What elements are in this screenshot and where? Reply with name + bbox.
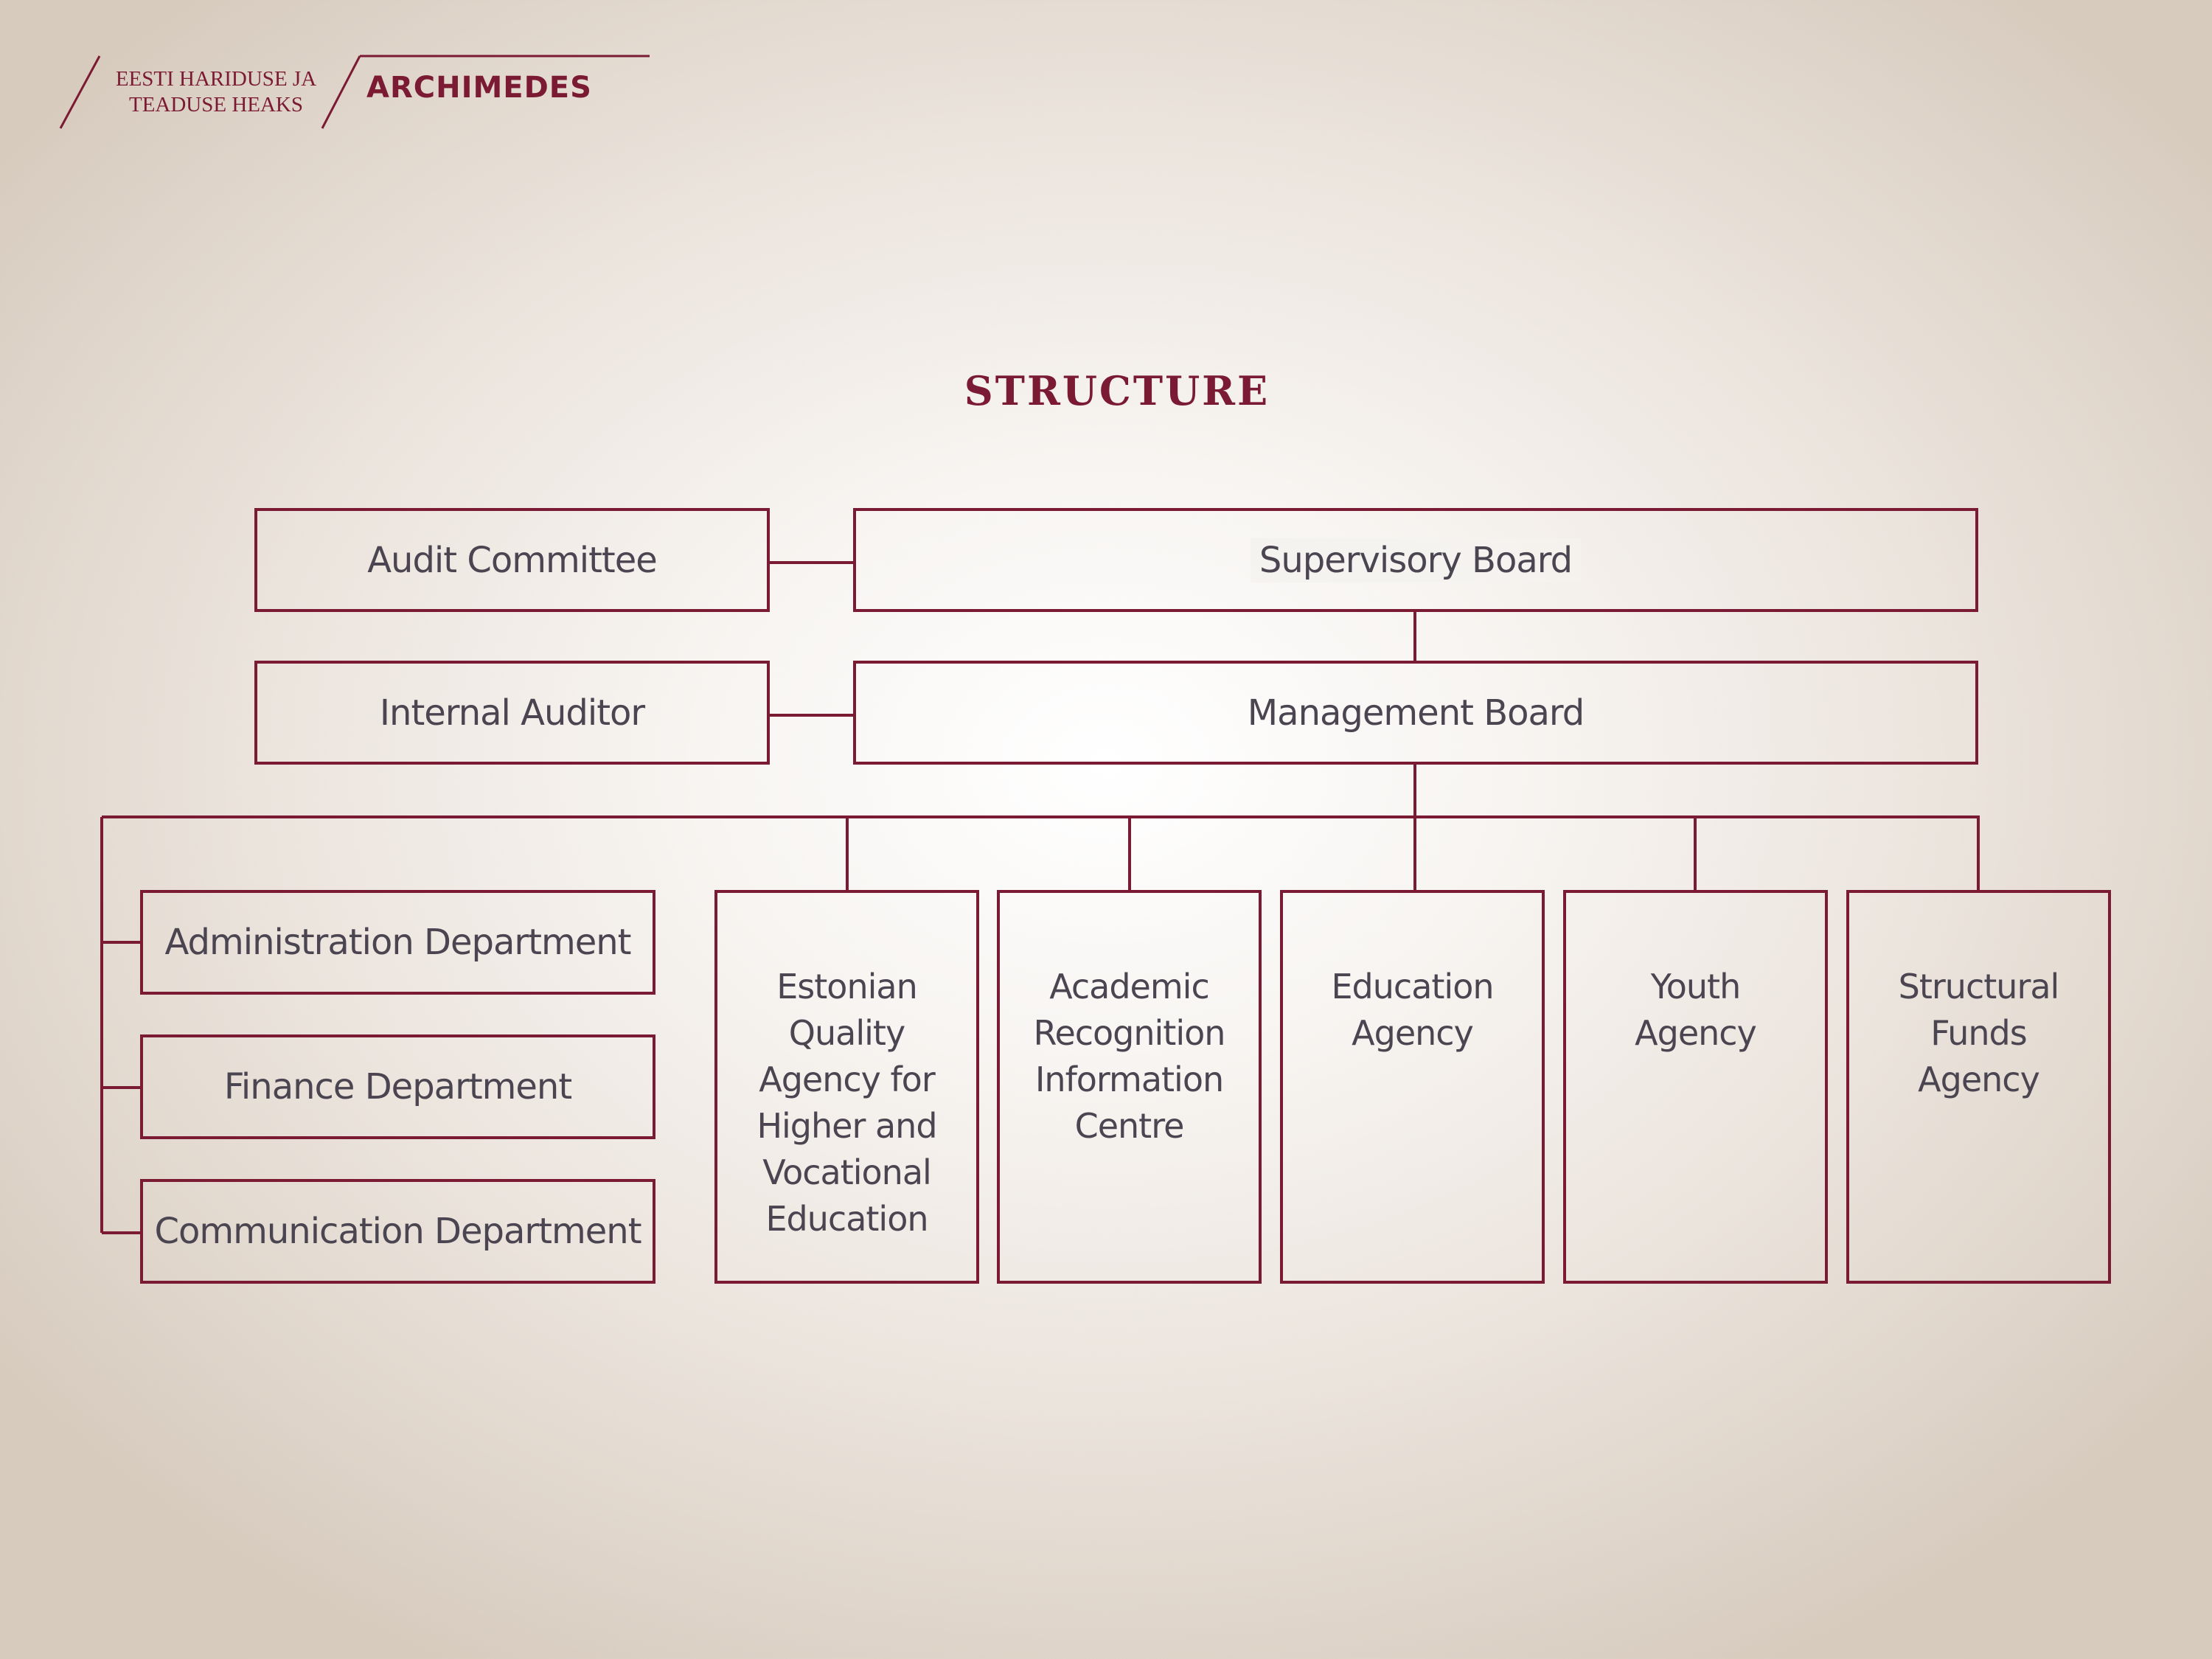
academic-recognition-centre-box: Academic Recognition Information Centre — [997, 890, 1262, 1284]
department-label: Administration Department — [164, 922, 632, 963]
administration-department-box: Administration Department — [140, 890, 655, 995]
logo-brand: ARCHIMEDES — [366, 71, 592, 105]
internal-auditor-label: Internal Auditor — [379, 692, 645, 734]
education-agency-box: Education Agency — [1280, 890, 1545, 1284]
management-board-box: Management Board — [853, 661, 1978, 765]
youth-agency-box: Youth Agency — [1563, 890, 1828, 1284]
logo-tagline: EESTI HARIDUSE JA TEADUSE HEAKS — [115, 67, 317, 116]
department-label: Finance Department — [223, 1066, 572, 1107]
internal-auditor-box: Internal Auditor — [254, 661, 770, 765]
estonian-quality-agency-box: Estonian Quality Agency for Higher and V… — [714, 890, 979, 1284]
logo-slashes — [59, 55, 650, 129]
structural-funds-agency-box: Structural Funds Agency — [1846, 890, 2111, 1284]
management-board-label: Management Board — [1247, 692, 1585, 734]
finance-department-box: Finance Department — [140, 1034, 655, 1139]
page-title: STRUCTURE — [964, 367, 1270, 414]
audit-committee-box: Audit Committee — [254, 508, 770, 612]
supervisory-board-box: Supervisory Board — [853, 508, 1978, 612]
audit-committee-label: Audit Committee — [367, 539, 658, 581]
communication-department-box: Communication Department — [140, 1179, 655, 1284]
supervisory-board-label: Supervisory Board — [1250, 538, 1582, 582]
department-label: Communication Department — [154, 1211, 641, 1252]
